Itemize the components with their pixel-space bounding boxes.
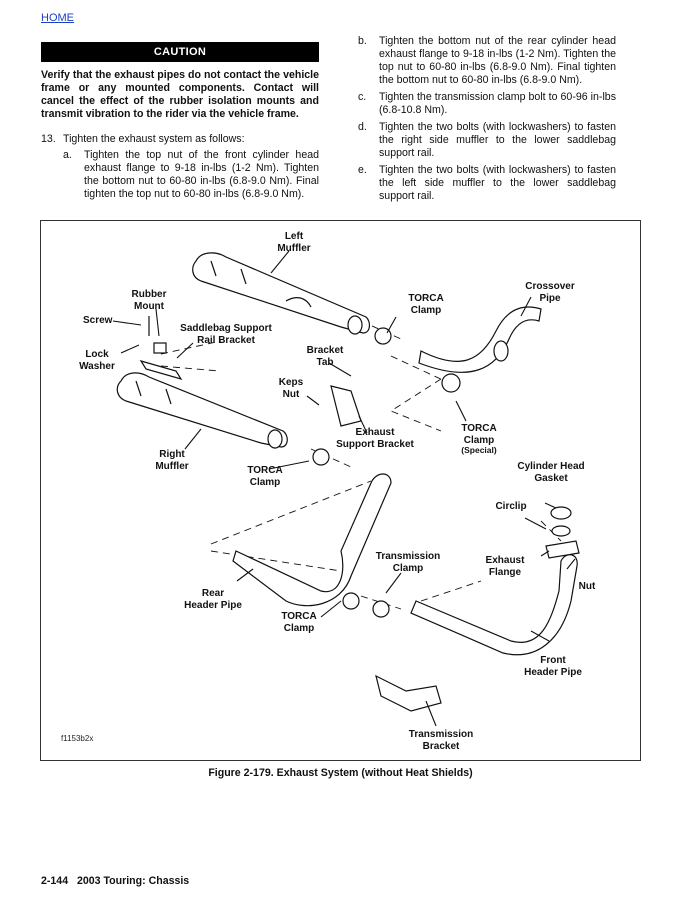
right-muffler [116,372,288,448]
circlip-label: Circlip [495,501,526,512]
front-header-label: Front [540,655,566,666]
rear-header-label-2: Header Pipe [184,600,242,611]
circlip [551,525,571,537]
cylinder-gasket-label-2: Gasket [534,473,568,484]
substep-letter: a. [63,149,72,161]
substep-e: e. Tighten the two bolts (with lockwashe… [358,164,616,203]
saddlebag-label: Saddlebag Support [180,323,272,334]
rubber-mount-label: Rubber [132,289,167,300]
exhaust-flange [545,540,580,559]
rear-header-label: Rear [202,588,224,599]
torca-special-label-3: (Special) [461,445,497,455]
saddlebag-bracket [139,359,183,381]
torca-mid-label: TORCA [247,465,282,476]
crossover-pipe [418,306,542,373]
step-13: 13. Tighten the exhaust system as follow… [41,133,319,146]
torca-low-label: TORCA [281,611,316,622]
nut-label: Nut [579,581,596,592]
saddlebag-label-2: Rail Bracket [197,335,255,346]
torca-clamp-mid [312,448,330,466]
front-header-label-2: Header Pipe [524,667,582,678]
substep-letter: d. [358,121,367,133]
rear-header-pipe [232,473,392,607]
substep-text: Tighten the two bolts (with lockwashers)… [379,121,616,159]
screw-label: Screw [83,315,113,326]
substep-text: Tighten the transmission clamp bolt to 6… [379,91,616,116]
home-link[interactable]: HOME [41,12,74,24]
caution-text: Verify that the exhaust pipes do not con… [41,69,319,120]
substep-a: a. Tighten the top nut of the front cyli… [63,149,319,201]
substep-d: d. Tighten the two bolts (with lockwashe… [358,121,616,160]
trans-bracket-label: Transmission [409,729,473,740]
substep-letter: c. [358,91,367,103]
substep-text: Tighten the bottom nut of the rear cylin… [379,35,616,86]
substep-letter: b. [358,35,367,47]
figure-caption: Figure 2-179. Exhaust System (without He… [208,767,473,779]
trans-clamp-label-2: Clamp [393,563,424,574]
step-number: 13. [41,133,56,145]
caution-title: CAUTION [41,42,319,62]
left-muffler-label-2: Muffler [277,243,310,254]
right-column: b. Tighten the bottom nut of the rear cy… [358,35,616,207]
lock-washer-label: Lock [85,349,109,360]
substep-b: b. Tighten the bottom nut of the rear cy… [358,35,616,87]
torca-clamp-low [342,592,360,610]
left-muffler [192,252,370,334]
keps-nut-label-2: Nut [283,389,300,400]
cylinder-gasket-label: Cylinder Head [517,461,584,472]
crossover-label-2: Pipe [539,293,561,304]
torca-special-label: TORCA [461,423,496,434]
substep-c: c. Tighten the transmission clamp bolt t… [358,91,616,117]
page-number: 2-144 [41,875,69,887]
torca-top-label-2: Clamp [411,305,442,316]
lock-washer-label-2: Washer [79,361,115,372]
figure-code: f1153b2x [61,734,93,743]
cylinder-head-gasket [550,506,572,520]
bracket-tab-label-2: Tab [316,357,333,368]
keps-nut-label: Keps [279,377,304,388]
torca-mid-label-2: Clamp [250,477,281,488]
exhaust-flange-label: Exhaust [486,555,526,566]
rubber-mount-label-2: Mount [134,301,165,312]
page-footer: 2-144 2003 Touring: Chassis [41,875,189,887]
substep-text: Tighten the top nut of the front cylinde… [84,149,319,200]
right-muffler-label: Right [159,449,185,460]
left-column: CAUTION Verify that the exhaust pipes do… [41,42,319,201]
left-muffler-label: Left [285,231,304,242]
exhaust-flange-label-2: Flange [489,567,522,578]
torca-clamp-special [441,373,461,393]
step-text: Tighten the exhaust system as follows: [63,133,245,145]
exhaust-support-label-2: Support Bracket [336,439,414,450]
torca-special-label-2: Clamp [464,435,495,446]
substep-text: Tighten the two bolts (with lockwashers)… [379,164,616,202]
exhaust-support-label: Exhaust [356,427,396,438]
front-header-pipe [410,554,578,656]
crossover-label: Crossover [525,281,575,292]
bracket-tab-label: Bracket [307,345,344,356]
torca-top-label: TORCA [408,293,443,304]
exhaust-drawing: Left Muffler Crossover Pipe Rubber Mount… [61,231,596,752]
alignment-lines [160,320,562,610]
trans-bracket-label-2: Bracket [423,741,460,752]
manual-title: 2003 Touring: Chassis [76,875,190,887]
right-muffler-label-2: Muffler [155,461,188,472]
transmission-bracket [375,674,442,712]
exhaust-support-bracket [330,385,362,427]
substep-letter: e. [358,164,367,176]
exhaust-diagram: Left Muffler Crossover Pipe Rubber Mount… [40,220,641,761]
trans-clamp-label: Transmission [376,551,440,562]
transmission-clamp [372,600,390,618]
torca-low-label-2: Clamp [284,623,315,634]
